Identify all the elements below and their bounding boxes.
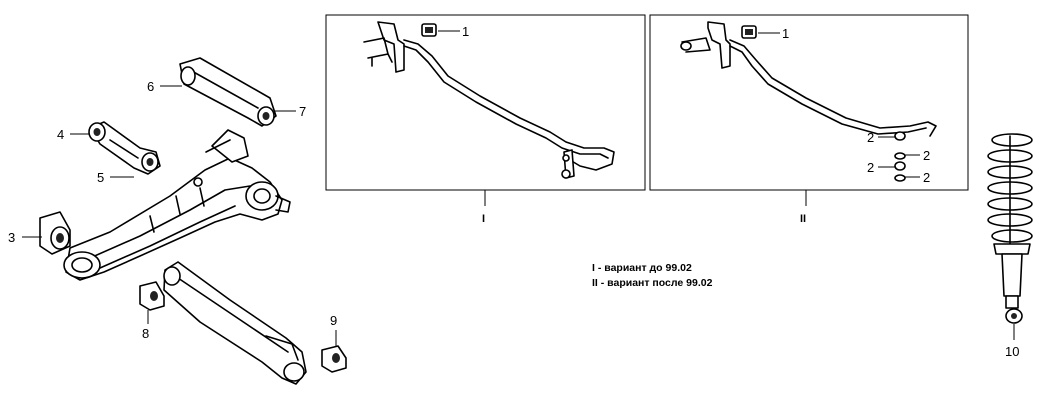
svg-text:2: 2 (923, 170, 930, 185)
bushing-part-3 (39, 211, 71, 255)
callout-1-panel1: 1 (462, 24, 469, 39)
svg-text:II: II (800, 213, 806, 225)
callout-7: 7 (274, 104, 306, 119)
svg-text:I: I (482, 213, 485, 225)
coil-spring-shock-part-10 (987, 133, 1033, 340)
lower-arm-part-8-9 (139, 261, 347, 385)
callout-4: 4 (57, 127, 90, 142)
svg-text:9: 9 (330, 313, 337, 328)
callout-3: 3 (8, 230, 42, 245)
svg-text:4: 4 (57, 127, 64, 142)
callout-10: 10 (1005, 344, 1019, 359)
svg-text:3: 3 (8, 230, 15, 245)
callout-9: 9 (330, 313, 337, 346)
svg-text:6: 6 (147, 79, 154, 94)
panel-variant-2 (649, 14, 969, 191)
svg-text:2: 2 (867, 160, 874, 175)
lateral-link-part-6-7 (179, 57, 277, 127)
callout-8: 8 (142, 310, 149, 341)
svg-text:7: 7 (299, 104, 306, 119)
callout-2b: 2 (923, 148, 930, 163)
callout-5: 5 (97, 170, 134, 185)
legend: I - вариант до 99.02 II - вариант после … (592, 262, 713, 289)
svg-text:5: 5 (97, 170, 104, 185)
callout-1-panel2: 1 (782, 26, 789, 41)
callout-2d: 2 (923, 170, 930, 185)
callout-2c: 2 (867, 160, 874, 175)
svg-text:2: 2 (923, 148, 930, 163)
panel-2-label: II (800, 190, 807, 225)
upper-link-part-4-5 (88, 121, 161, 175)
legend-line-2: II - вариант после 99.02 (592, 277, 713, 289)
panel-variant-1 (325, 14, 646, 191)
panel-1-label: I (482, 190, 486, 225)
legend-line-1: I - вариант до 99.02 (592, 262, 692, 274)
svg-text:2: 2 (867, 130, 874, 145)
callout-2a: 2 (867, 130, 874, 145)
svg-text:10: 10 (1005, 344, 1019, 359)
svg-text:1: 1 (782, 26, 789, 41)
callout-6: 6 (147, 79, 182, 94)
trailing-arm-assembly (63, 129, 291, 281)
svg-text:1: 1 (462, 24, 469, 39)
svg-text:8: 8 (142, 326, 149, 341)
